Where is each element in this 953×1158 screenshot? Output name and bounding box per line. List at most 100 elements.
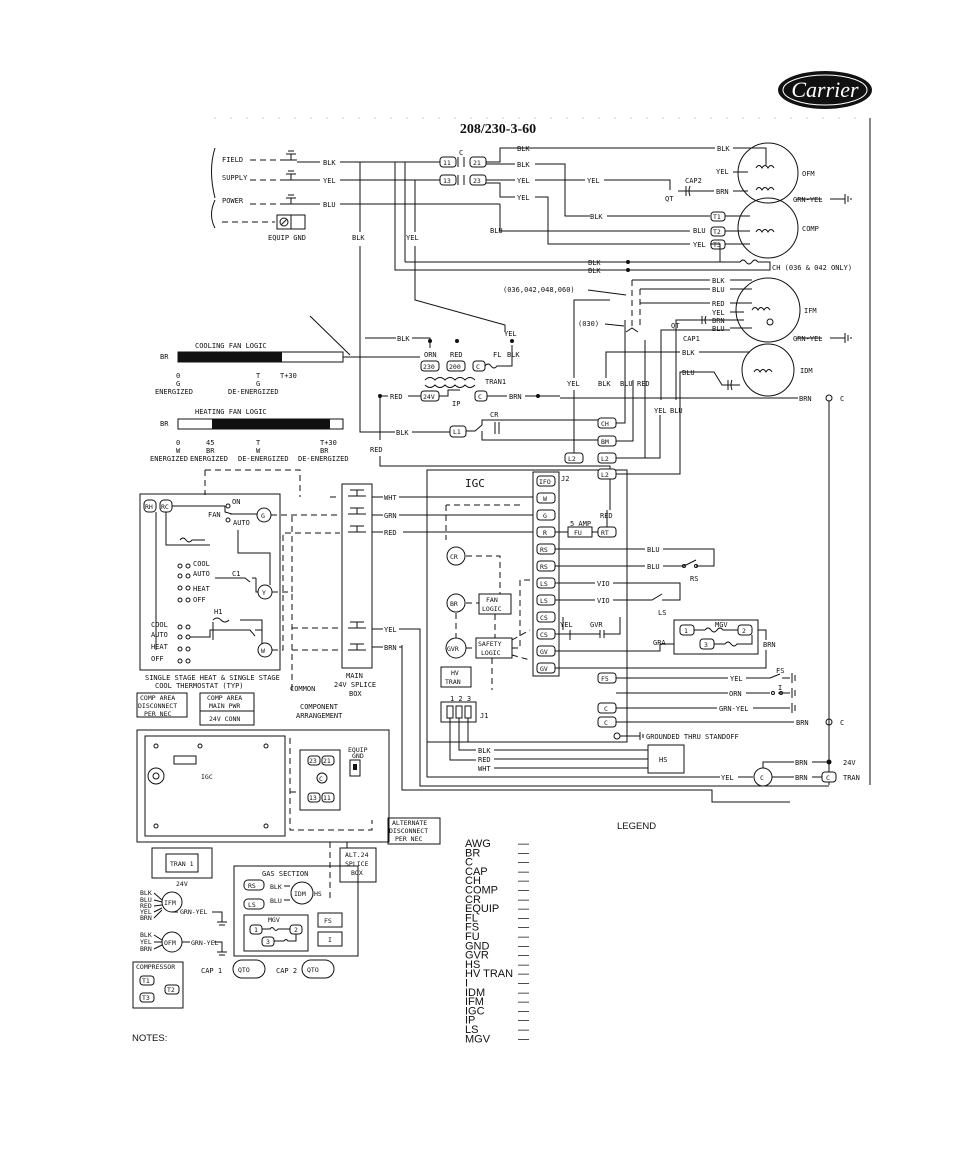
gvr-contact-label: GVR xyxy=(590,621,603,629)
cr-label: CR xyxy=(490,411,499,419)
legend-item: GVR xyxy=(465,950,489,962)
wire-label: RED xyxy=(390,393,403,401)
alternate-label: PER NEC xyxy=(395,835,422,843)
fan-logic-label: LOGIC xyxy=(482,605,502,613)
ip-label: IP xyxy=(452,400,460,408)
arr-c: C xyxy=(319,775,323,783)
wire-label: BRN xyxy=(140,914,152,922)
mgv-label: MGV xyxy=(715,621,728,629)
tran-c-terminal: C xyxy=(826,774,830,782)
alternate-label: ALTERNATE xyxy=(392,819,427,827)
terminal-t2: T2 xyxy=(713,228,721,236)
wire-label: BLK xyxy=(507,351,520,359)
c-terminal-label: C xyxy=(840,719,844,727)
wire-label: BLU xyxy=(712,325,725,333)
splice-label: 24V SPLICE xyxy=(334,681,376,689)
wire-label: BRN xyxy=(140,945,152,953)
legend-dash: — xyxy=(518,996,529,1008)
wire-label: YEL xyxy=(693,241,706,249)
alt24-label: ALT.24 xyxy=(345,851,369,859)
cooling-br-label: BR xyxy=(160,353,169,361)
arr-cap2-qto: QTO xyxy=(307,966,319,974)
wire-label: YEL xyxy=(560,621,573,629)
terminal-23: 23 xyxy=(473,177,481,185)
wire-label: RED xyxy=(637,380,650,388)
heat-label: HEAT xyxy=(193,585,211,593)
pin-ls1: LS xyxy=(540,580,548,588)
main-pwr-label: MAIN PWR xyxy=(209,702,240,710)
c-label: C xyxy=(760,774,764,782)
wire-label: BRN xyxy=(799,395,812,403)
i-label: I xyxy=(778,684,782,692)
legend-dash: — xyxy=(518,931,529,943)
arr-13: 13 xyxy=(309,794,317,802)
wire-label: YEL xyxy=(587,177,600,185)
legend-items: AWG—BR—C—CAP—CH—COMP—CR—EQUIP—FL—FS—FU—G… xyxy=(465,838,529,1045)
wire-label: YEL xyxy=(567,380,580,388)
legend-item: AWG xyxy=(465,838,491,850)
mgv-pin-2: 2 xyxy=(742,627,746,635)
notes-label: NOTES: xyxy=(132,1033,167,1044)
wire-label: YEL xyxy=(730,675,743,683)
ifm-label: IFM xyxy=(804,307,817,315)
legend-dash: — xyxy=(518,894,529,906)
legend-item: FL xyxy=(465,912,478,924)
arr-gnd-label: GND xyxy=(352,752,364,760)
wire-label: BRN xyxy=(796,719,809,727)
igc-l2-2: L2 xyxy=(601,471,609,479)
pin-r: R xyxy=(543,529,547,537)
wire-label: RED xyxy=(370,446,383,454)
heating-w3: BR xyxy=(320,447,329,455)
wire-label: YEL xyxy=(504,330,517,338)
wire-label: GRN-YEL xyxy=(793,335,823,343)
supply-label: SUPPLY xyxy=(222,174,248,182)
wire-label: BLU xyxy=(620,380,633,388)
cr-relay: CR xyxy=(450,553,458,561)
igc-label: IGC xyxy=(465,477,485,490)
mgv-pin-1: 1 xyxy=(684,627,688,635)
ofm-motor: OFM YEL BRN CAP2 QT GRN-YEL xyxy=(665,142,852,204)
legend-dash: — xyxy=(518,978,529,990)
wire-label: RED xyxy=(140,902,152,910)
comp-area-label: DISCONNECT xyxy=(138,702,177,710)
gas-fs: FS xyxy=(324,917,332,925)
on-label: ON xyxy=(232,498,240,506)
terminal-t3: T3 xyxy=(713,241,721,249)
wire-label: BLK xyxy=(588,259,601,267)
legend-dash: — xyxy=(518,922,529,934)
legend-item: FU xyxy=(465,931,480,943)
wire-label: GRN-YEL xyxy=(793,196,823,204)
legend-item: FS xyxy=(465,922,479,934)
arr-ifm: IFM xyxy=(164,899,176,907)
legend-dash: — xyxy=(518,838,529,850)
arrangement-label: COMPONENT xyxy=(300,703,339,711)
ofm-label: OFM xyxy=(802,170,815,178)
off2-label: OFF xyxy=(151,655,164,663)
gas-mgv-1: 1 xyxy=(254,926,258,934)
wire-label: BRN xyxy=(716,188,729,196)
gas-hs: HS xyxy=(314,890,322,898)
fan-logic-label: FAN xyxy=(486,596,498,604)
cooling-e0: ENERGIZED xyxy=(155,388,193,396)
wire-label: BLU xyxy=(670,407,683,415)
ls-switch-label: LS xyxy=(658,609,666,617)
legend-dash: — xyxy=(518,912,529,924)
wire-label: BLU xyxy=(323,201,336,209)
wire-label: BLK xyxy=(397,335,410,343)
heating-w2: W xyxy=(256,447,261,455)
fuse-label: 5 AMP xyxy=(570,520,591,528)
legend-item: CR xyxy=(465,894,481,906)
wire-label: BRN xyxy=(795,759,808,767)
legend-dash: — xyxy=(518,857,529,869)
power-label: POWER xyxy=(222,197,244,205)
heating-t1: 45 xyxy=(206,439,214,447)
legend-dash: — xyxy=(518,959,529,971)
wire-label: YEL xyxy=(654,407,667,415)
alternate-label: DISCONNECT xyxy=(389,827,428,835)
contactor-label: C xyxy=(459,149,463,157)
wire-label: VIO xyxy=(597,580,610,588)
gas-mgv-2: 2 xyxy=(294,926,298,934)
arr-23: 23 xyxy=(309,757,317,765)
wire-label: GRN-YEL xyxy=(191,939,218,947)
cooling-g0: G xyxy=(176,380,180,388)
